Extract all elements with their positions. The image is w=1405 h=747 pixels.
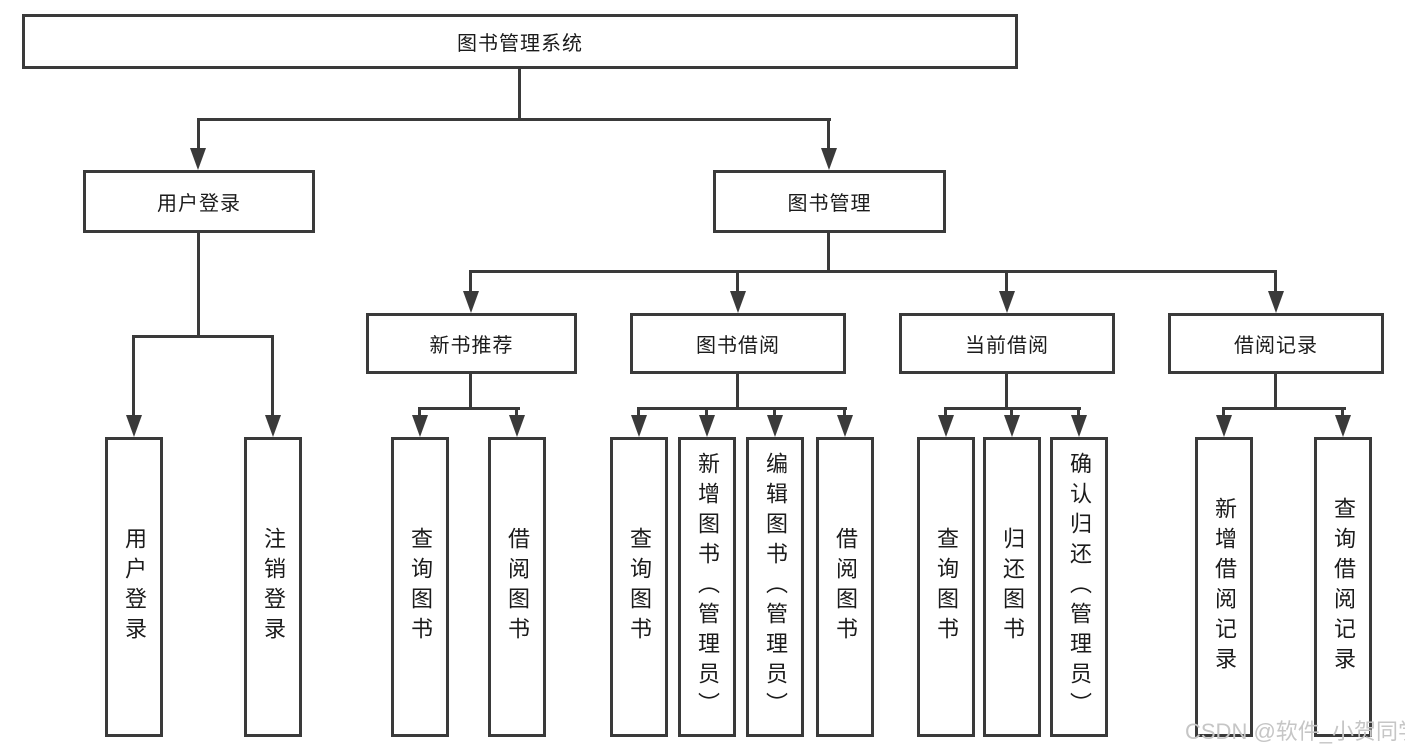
node-label: 借阅图书 [505,527,530,647]
connector-line [132,335,274,338]
connector-line [944,407,947,419]
connector-arrow [1071,415,1087,437]
connector-arrow [190,148,206,170]
connector-arrow [126,415,142,437]
connector-line [1222,407,1225,419]
connector-line [518,69,521,119]
connector-arrow [699,415,715,437]
connector-line [418,407,520,410]
node-query-books-current: 查询图书 [917,437,975,737]
node-label: 新增借阅记录 [1212,497,1237,677]
node-label: 新增图书（管理员） [695,452,720,722]
connector-line [1010,407,1013,419]
node-label: 查询借阅记录 [1331,497,1356,677]
watermark-text: CSDN @软件_小贺同学 [1185,719,1405,744]
node-user-login-leaf: 用户登录 [105,437,163,737]
connector-line [637,407,640,419]
connector-line [736,374,739,409]
connector-line [197,118,831,121]
connector-line [132,335,135,419]
connector-arrow [938,415,954,437]
connector-arrow [1335,415,1351,437]
connector-line [1077,407,1080,419]
connector-line [637,407,847,410]
connector-line [418,407,421,419]
node-borrow-books-recommend: 借阅图书 [488,437,546,737]
connector-line [197,233,200,336]
connector-arrow [767,415,783,437]
connector-line [1222,407,1346,410]
node-return-books: 归还图书 [983,437,1041,737]
node-confirm-return-admin: 确认归还（管理员） [1050,437,1108,737]
connector-line [773,407,776,419]
node-edit-books-admin: 编辑图书（管理员） [746,437,804,737]
node-label: 用户登录 [122,527,147,647]
node-label: 归还图书 [1000,527,1025,647]
connector-arrow [509,415,525,437]
connector-line [827,233,830,273]
connector-line [1341,407,1344,419]
node-label: 查询图书 [408,527,433,647]
connector-arrow [837,415,853,437]
connector-line [271,335,274,419]
node-book-management-system: 图书管理系统 [22,14,1018,69]
node-query-borrow-record: 查询借阅记录 [1314,437,1372,737]
node-query-books-recommend: 查询图书 [391,437,449,737]
node-label: 借阅图书 [833,527,858,647]
node-new-book-recommend: 新书推荐 [366,313,577,374]
connector-arrow [463,291,479,313]
connector-line [843,407,846,419]
connector-arrow [265,415,281,437]
connector-line [469,374,472,409]
connector-arrow [1216,415,1232,437]
node-label: 确认归还（管理员） [1067,452,1092,722]
connector-arrow [1004,415,1020,437]
connector-arrow [631,415,647,437]
node-user-login: 用户登录 [83,170,315,233]
connector-arrow [730,291,746,313]
node-label: 注销登录 [261,527,286,647]
node-logout: 注销登录 [244,437,302,737]
node-label: 查询图书 [627,527,652,647]
connector-arrow [999,291,1015,313]
node-label: 编辑图书（管理员） [763,452,788,722]
connector-line [827,118,830,152]
connector-arrow [821,148,837,170]
connector-line [469,270,472,293]
connector-line [197,118,200,152]
connector-line [515,407,518,419]
connector-line [1005,374,1008,409]
connector-line [705,407,708,419]
connector-arrow [1268,291,1284,313]
node-label: 查询图书 [934,527,959,647]
node-borrowing-records: 借阅记录 [1168,313,1384,374]
node-book-management: 图书管理 [713,170,946,233]
node-add-borrow-record: 新增借阅记录 [1195,437,1253,737]
connector-line [1274,270,1277,293]
connector-line [736,270,739,293]
connector-line [469,270,1277,273]
node-book-borrowing: 图书借阅 [630,313,846,374]
node-add-books-admin: 新增图书（管理员） [678,437,736,737]
node-query-books-borrowing: 查询图书 [610,437,668,737]
connector-line [1274,374,1277,409]
connector-arrow [412,415,428,437]
node-borrow-books-borrowing: 借阅图书 [816,437,874,737]
connector-line [1005,270,1008,293]
node-current-borrowing: 当前借阅 [899,313,1115,374]
